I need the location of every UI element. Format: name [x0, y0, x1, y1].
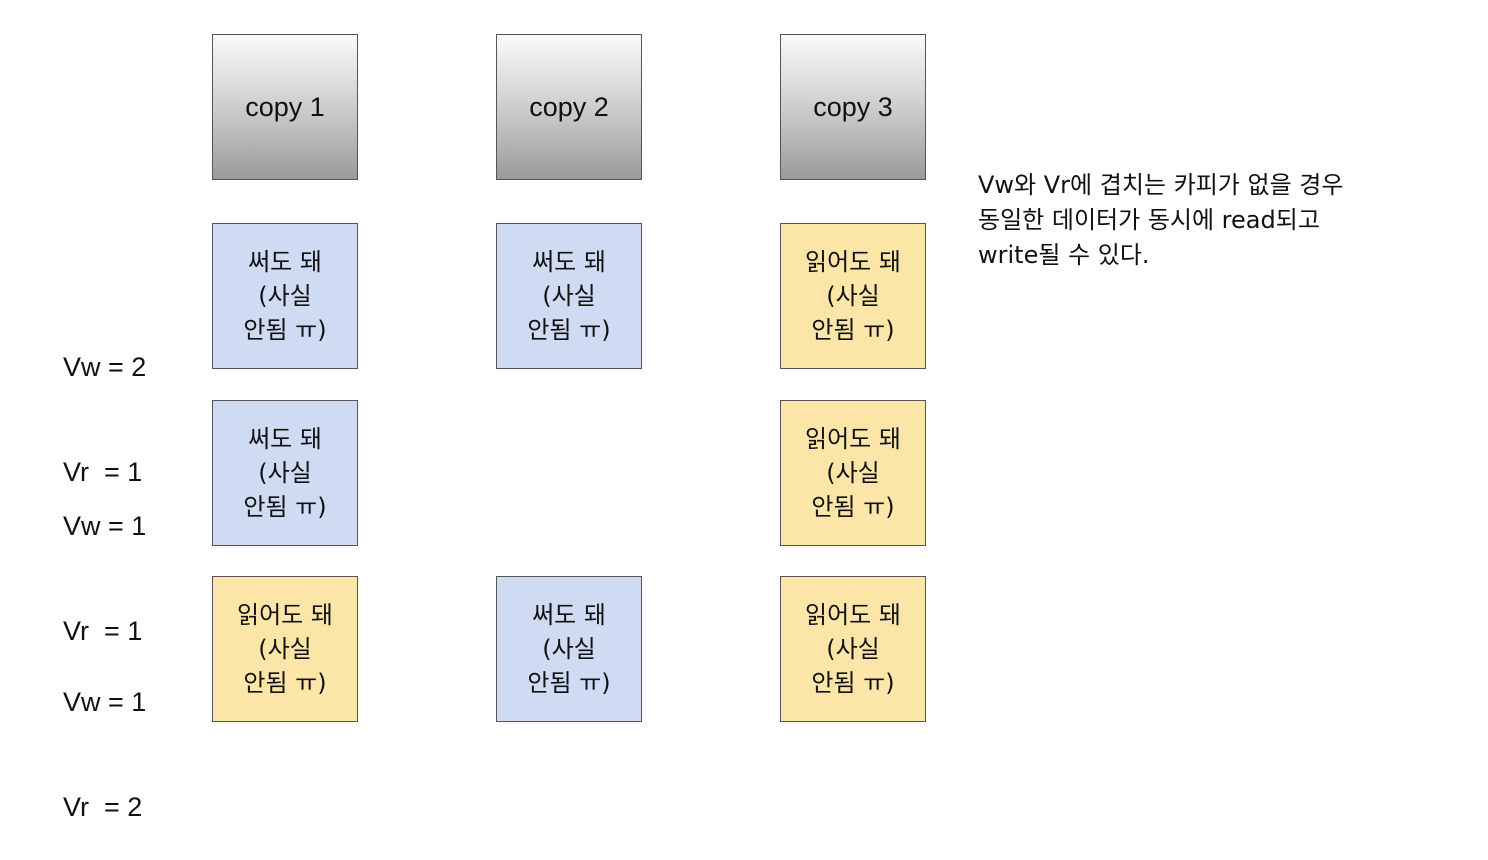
copy-1-label: copy 1 — [245, 91, 325, 122]
cell-line: (사실 — [258, 459, 312, 487]
row-3-copy-1-read-cell: 읽어도 돼 (사실 안됨 ㅠ) — [212, 576, 358, 722]
row-2-quorum-label: Vw = 1 Vr = 1 — [63, 439, 146, 684]
cell-line: 안됨 ㅠ) — [811, 493, 895, 521]
cell-line: 안됨 ㅠ) — [527, 669, 611, 697]
note-line: Vw와 Vr에 겹치는 카피가 없을 경우 — [978, 171, 1344, 199]
row-2-copy-1-write-cell: 써도 돼 (사실 안됨 ㅠ) — [212, 400, 358, 546]
cell-line: 안됨 ㅠ) — [811, 316, 895, 344]
cell-line: 안됨 ㅠ) — [527, 316, 611, 344]
cell-line: (사실 — [826, 635, 880, 663]
cell-line: 안됨 ㅠ) — [811, 669, 895, 697]
copy-2-header: copy 2 — [496, 34, 642, 180]
cell-line: 안됨 ㅠ) — [243, 669, 327, 697]
cell-line: (사실 — [258, 635, 312, 663]
row-1-write-quorum: Vw = 2 — [63, 352, 147, 382]
cell-line: 안됨 ㅠ) — [243, 493, 327, 521]
cell-line: 읽어도 돼 — [237, 601, 333, 629]
copy-2-label: copy 2 — [529, 91, 609, 122]
cell-line: (사실 — [542, 282, 596, 310]
row-3-quorum-label: Vw = 1 Vr = 2 — [63, 615, 146, 860]
cell-line: (사실 — [258, 282, 312, 310]
quorum-overlap-note: Vw와 Vr에 겹치는 카피가 없을 경우 동일한 데이터가 동시에 read되… — [978, 168, 1448, 273]
row-2-read-quorum: Vr = 1 — [63, 616, 143, 646]
row-3-copy-3-read-cell: 읽어도 돼 (사실 안됨 ㅠ) — [780, 576, 926, 722]
row-2-write-quorum: Vw = 1 — [63, 511, 147, 541]
row-1-copy-1-write-cell: 써도 돼 (사실 안됨 ㅠ) — [212, 223, 358, 369]
cell-line: (사실 — [826, 282, 880, 310]
cell-line: 써도 돼 — [532, 601, 606, 629]
cell-line: 읽어도 돼 — [805, 601, 901, 629]
cell-line: 써도 돼 — [248, 425, 322, 453]
row-3-read-quorum: Vr = 2 — [63, 792, 143, 822]
cell-line: 안됨 ㅠ) — [243, 316, 327, 344]
cell-line: 써도 돼 — [248, 248, 322, 276]
cell-line: (사실 — [542, 635, 596, 663]
copy-3-label: copy 3 — [813, 91, 893, 122]
cell-line: 읽어도 돼 — [805, 248, 901, 276]
cell-line: (사실 — [826, 459, 880, 487]
copy-3-header: copy 3 — [780, 34, 926, 180]
row-2-copy-3-read-cell: 읽어도 돼 (사실 안됨 ㅠ) — [780, 400, 926, 546]
note-line: write될 수 있다. — [978, 241, 1150, 269]
row-3-write-quorum: Vw = 1 — [63, 687, 147, 717]
copy-1-header: copy 1 — [212, 34, 358, 180]
row-3-copy-2-write-cell: 써도 돼 (사실 안됨 ㅠ) — [496, 576, 642, 722]
row-1-copy-2-write-cell: 써도 돼 (사실 안됨 ㅠ) — [496, 223, 642, 369]
note-line: 동일한 데이터가 동시에 read되고 — [978, 206, 1320, 234]
row-1-read-quorum: Vr = 1 — [63, 457, 143, 487]
row-1-quorum-label: Vw = 2 Vr = 1 — [63, 280, 146, 525]
row-1-copy-3-read-cell: 읽어도 돼 (사실 안됨 ㅠ) — [780, 223, 926, 369]
cell-line: 써도 돼 — [532, 248, 606, 276]
cell-line: 읽어도 돼 — [805, 425, 901, 453]
